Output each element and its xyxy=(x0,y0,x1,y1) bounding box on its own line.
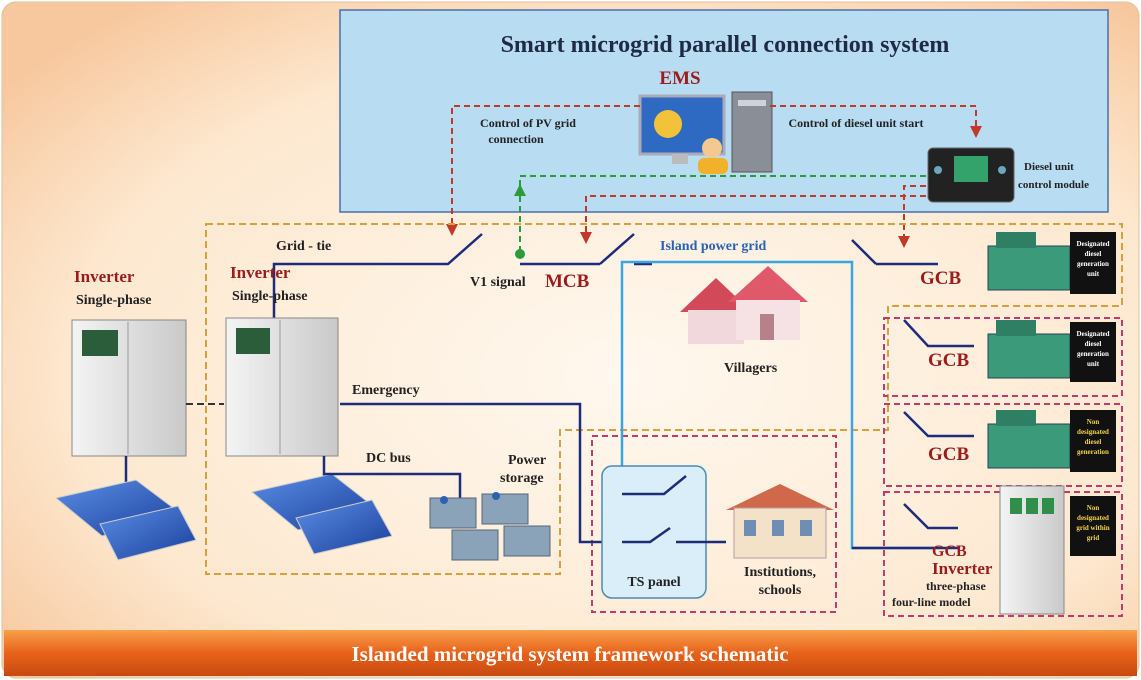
inverter1-label: Inverter xyxy=(74,267,135,286)
inverter3-frame xyxy=(883,491,1123,617)
island-grid-label: Island power grid xyxy=(660,239,767,254)
gen3-tag-2: designated xyxy=(1077,428,1109,436)
inv3-tag-2: designated xyxy=(1077,514,1109,522)
system-frame xyxy=(205,223,1123,575)
gcb1-label: GCB xyxy=(920,268,962,289)
inv3-tag-1: Non xyxy=(1087,504,1100,512)
institution-building-icon xyxy=(726,484,834,559)
bottom-banner xyxy=(4,630,1137,676)
gen2-tag-2: diesel xyxy=(1085,340,1102,348)
battery-icon xyxy=(429,492,551,561)
top-title: Smart microgrid parallel connection syst… xyxy=(501,32,950,58)
inverter1-type: Single-phase xyxy=(76,293,151,308)
solar-panel-1-icon xyxy=(54,479,197,561)
gen1-tag-4: unit xyxy=(1087,270,1100,278)
gen2-tag-4: unit xyxy=(1087,360,1100,368)
inv3-tag-3: grid within xyxy=(1076,524,1109,532)
inverter3-type-1: three-phase xyxy=(926,579,986,593)
v1-signal-line xyxy=(519,175,926,252)
gen1-tag-2: diesel xyxy=(1085,250,1102,258)
diesel-module-label-1: Diesel unit xyxy=(1024,161,1074,173)
gcb3-label: GCB xyxy=(928,444,970,465)
pv-control-signal xyxy=(451,105,977,236)
inverter2-type: Single-phase xyxy=(232,289,307,304)
pv-control-label-1: Control of PV grid xyxy=(480,116,576,130)
gen2-tag-1: Designated xyxy=(1076,330,1109,338)
pv-control-label-2: connection xyxy=(488,132,544,146)
generator-2-icon xyxy=(987,320,1071,379)
gen2-tag-3: generation xyxy=(1077,350,1109,358)
power-storage-label-2: storage xyxy=(500,471,544,486)
inverter3-label: Inverter xyxy=(932,559,993,578)
gcb4-label: GCB xyxy=(932,543,967,560)
gen1-tag-3: generation xyxy=(1077,260,1109,268)
dc-bus-label: DC bus xyxy=(366,451,411,466)
diesel-start-label: Control of diesel unit start xyxy=(788,116,923,130)
diesel-control-module-icon xyxy=(927,147,1015,203)
power-storage-label-1: Power xyxy=(508,453,546,468)
ts-switches xyxy=(622,475,726,544)
signal-arrowheads xyxy=(446,126,982,248)
inverter3-tag xyxy=(1070,496,1116,556)
diesel-module-label-2: control module xyxy=(1018,179,1089,191)
v1-signal-label: V1 signal xyxy=(470,275,526,290)
generator-1-icon xyxy=(987,232,1071,291)
gen3-tag-1: Non xyxy=(1087,418,1100,426)
inv3-tag-4: grid xyxy=(1087,534,1100,542)
grid-tie-label: Grid - tie xyxy=(276,239,331,254)
gen2-tag xyxy=(1070,322,1116,382)
ts-panel-label: TS panel xyxy=(627,575,680,590)
gen1-tag xyxy=(1070,232,1116,294)
solar-panel-2-icon xyxy=(250,473,393,555)
villagers-label: Villagers xyxy=(724,361,778,376)
institutions-label-1: Institutions, xyxy=(744,565,816,580)
gen1-tag-1: Designated xyxy=(1076,240,1109,248)
bottom-title: Islanded microgrid system framework sche… xyxy=(351,642,788,666)
v1-arrowhead xyxy=(514,184,526,196)
gcb2-label: GCB xyxy=(928,350,970,371)
emergency-label: Emergency xyxy=(352,383,420,398)
gcb-switches xyxy=(852,319,974,550)
ts-panel-box xyxy=(601,465,707,599)
dc-bus-line xyxy=(324,472,462,500)
emergency-line xyxy=(340,402,614,544)
villagers-houses-icon xyxy=(680,266,808,344)
inverter3-cabinet-icon xyxy=(999,485,1065,615)
inverter3-type-2: four-line model xyxy=(892,595,971,609)
inverter1-cabinet-icon xyxy=(71,319,187,457)
ems-computer-icon xyxy=(638,91,773,174)
v1-node xyxy=(515,249,525,259)
gen3-tag-4: generation xyxy=(1077,448,1109,456)
institutions-label-2: schools xyxy=(759,583,802,598)
ems-label: EMS xyxy=(659,68,700,89)
institution-frame xyxy=(591,435,837,613)
inverter2-label: Inverter xyxy=(230,263,291,282)
inverter2-cabinet-icon xyxy=(225,317,339,457)
grid-tie-bus xyxy=(272,233,938,318)
gen3-tag-3: diesel xyxy=(1085,438,1102,446)
gen3-tag xyxy=(1070,410,1116,472)
mcb-label: MCB xyxy=(545,271,590,292)
gen2-frame xyxy=(883,317,1123,397)
